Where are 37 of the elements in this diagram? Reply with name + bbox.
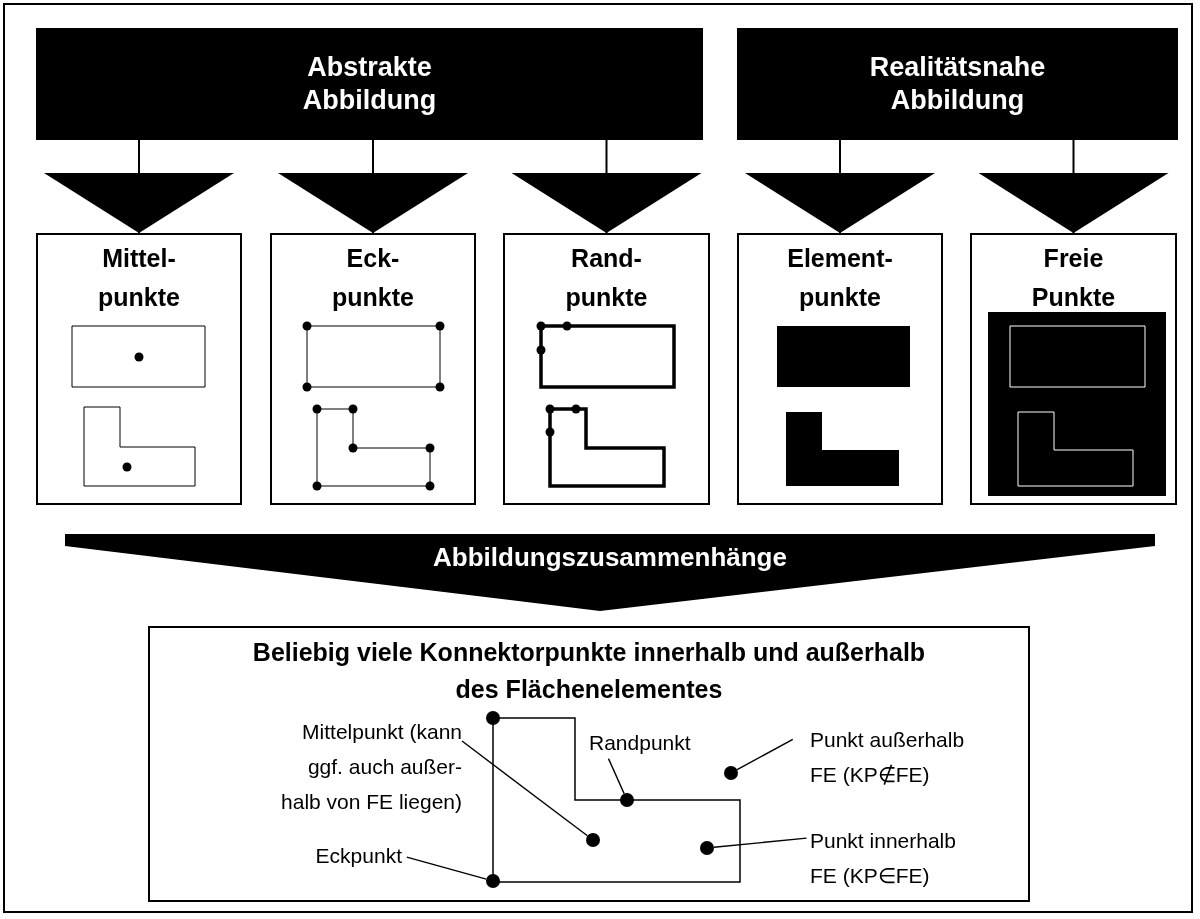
leader-line [406,856,487,880]
panel-heading: Beliebig viele Konnektorpunkte innerhalb und außerhalb des Flächenelementes [251,637,927,705]
connector-point [486,874,500,888]
banner-title: Realitätsnahe Abbildung [868,51,1047,117]
method-card [36,233,242,505]
chevron-arrow [745,139,935,234]
merge-chevron [65,534,1155,611]
point-label: Punkt außerhalb FE (KP∉FE) [810,727,966,788]
connector-point [486,711,500,725]
connector-point [724,766,738,780]
card-heading: Eck- punkte [331,243,415,313]
connector-point [700,841,714,855]
leader-line [713,837,808,848]
point-label: Punkt innerhalb FE (KP∈FE) [810,828,957,889]
chevron-arrow [44,139,234,234]
card-heading: Element- punkte [786,243,894,313]
chevron-arrow [978,139,1169,234]
category-banner [737,28,1178,140]
chevron-arrow [278,139,468,234]
method-card [503,233,710,505]
card-heading: Mittel- punkte [97,243,181,313]
connector-point [586,833,600,847]
leader-line [736,738,794,771]
leader-line [607,757,625,795]
banner-title: Abstrakte Abbildung [301,51,438,117]
card-heading: Rand- punkte [564,243,649,313]
leader-line [461,740,589,837]
point-label: Randpunkt [589,730,692,756]
category-banner [36,28,703,140]
summary-panel [148,626,1030,902]
point-label: Mittelpunkt (kann ggf. auch außer- halb von FE liegen) [280,719,462,815]
chevron-arrow [511,139,702,234]
connector-point [620,793,634,807]
card-heading: Freie Punkte [1030,243,1117,313]
chevron-label: Abbildungszusammenhänge [432,542,788,573]
method-card [270,233,476,505]
point-label: Eckpunkt [314,843,402,869]
